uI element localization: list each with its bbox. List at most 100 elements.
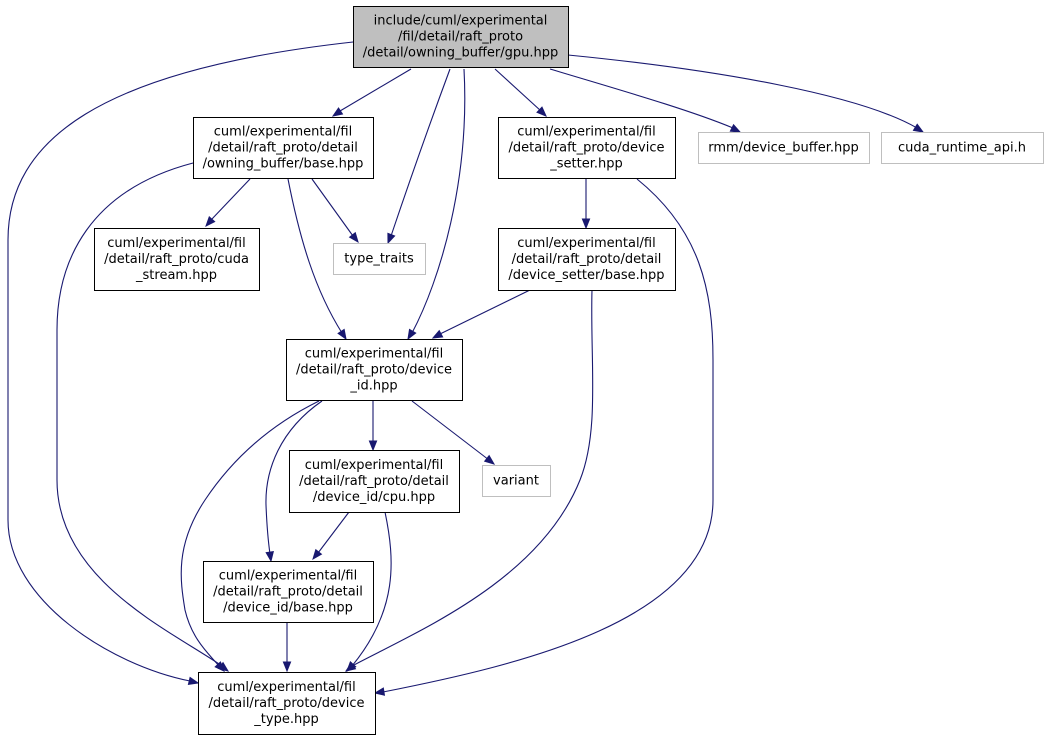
arrow-head-icon <box>282 661 292 673</box>
edge-cpu-to-id_base <box>312 511 350 561</box>
edge-device_setter-to-device_type <box>373 178 714 696</box>
node-box <box>203 561 374 623</box>
arrow-head-icon <box>312 548 323 561</box>
node-owning-base[interactable]: cuml/experimental/fil/detail/raft_proto/… <box>193 117 374 179</box>
node-gpu[interactable]: include/cuml/experimental/fil/detail/raf… <box>353 6 569 68</box>
edge-setter_base-to-device_id <box>431 289 531 339</box>
node-label-line: _type.hpp <box>253 712 318 727</box>
node-box <box>698 132 870 164</box>
edge-line <box>56 162 223 667</box>
edge-line <box>287 178 343 334</box>
node-label-line: /fil/detail/raft_proto <box>398 30 523 45</box>
node-box <box>482 465 551 497</box>
node-label-line: _setter.hpp <box>549 157 623 172</box>
node-label-line: include/cuml/experimental <box>374 14 548 29</box>
node-label-line: /device_id/base.hpp <box>223 601 353 616</box>
edge-id_base-to-device_type <box>282 622 292 673</box>
edge-line <box>339 68 412 112</box>
arrow-head-icon <box>912 123 925 133</box>
edge-gpu-to-owning_base <box>331 68 412 117</box>
edge-line <box>411 68 466 334</box>
arrow-head-icon <box>536 106 547 117</box>
node-box <box>286 339 463 401</box>
node-label-line: /detail/owning_buffer/gpu.hpp <box>363 46 559 61</box>
edge-device_id-to-variant <box>411 400 496 465</box>
edge-line <box>351 511 392 667</box>
node-type-traits[interactable]: type_traits <box>333 243 426 275</box>
node-device-setter[interactable]: cuml/experimental/fil/detail/raft_proto/… <box>498 117 676 179</box>
edge-line <box>411 400 490 461</box>
node-label-line: _stream.hpp <box>135 268 217 283</box>
arrow-head-icon <box>265 550 274 563</box>
edge-gpu-to-cuda_runtime <box>567 54 925 133</box>
node-box <box>333 243 426 275</box>
arrow-head-icon <box>387 232 396 245</box>
arrow-head-icon <box>431 329 444 339</box>
arrow-head-icon <box>483 454 496 465</box>
node-label-line: cuml/experimental/fil <box>305 458 443 473</box>
node-variant[interactable]: variant <box>482 465 551 497</box>
edge-line <box>439 289 531 335</box>
node-label-line: /device_id/cpu.hpp <box>313 490 435 505</box>
arrow-head-icon <box>729 123 742 133</box>
edge-line <box>180 400 320 667</box>
node-label-line: variant <box>493 474 539 489</box>
node-device-type[interactable]: cuml/experimental/fil/detail/raft_proto/… <box>198 672 376 735</box>
edge-line <box>7 41 354 682</box>
edge-device_setter-to-setter_base <box>581 179 591 230</box>
node-label-line: /detail/raft_proto/detail <box>512 252 662 267</box>
node-label-line: cuml/experimental/fil <box>517 125 655 140</box>
node-label-line: /owning_buffer/base.hpp <box>203 157 364 172</box>
edge-device_id-to-cpu <box>368 401 378 452</box>
arrow-head-icon <box>187 676 200 686</box>
arrow-head-icon <box>331 107 344 117</box>
edge-line <box>351 289 594 667</box>
node-label-line: /detail/raft_proto/detail <box>213 585 363 600</box>
node-setter-base[interactable]: cuml/experimental/fil/detail/raft_proto/… <box>498 228 676 291</box>
edge-cpu-to-device_type <box>346 511 392 672</box>
node-box <box>198 672 376 735</box>
node-label-line: cuml/experimental/fil <box>107 236 245 251</box>
edge-line <box>549 68 734 129</box>
node-box <box>881 132 1044 164</box>
arrow-head-icon <box>581 218 591 230</box>
node-box <box>289 450 460 513</box>
node-rmm-buffer[interactable]: rmm/device_buffer.hpp <box>698 132 870 164</box>
edge-owning_base-to-type_traits <box>311 178 359 244</box>
node-label-line: /detail/raft_proto/cuda <box>104 252 249 267</box>
edge-line <box>494 68 542 112</box>
edge-line <box>265 400 323 555</box>
arrow-head-icon <box>373 687 386 696</box>
node-label-line: type_traits <box>344 252 414 267</box>
node-label-line: cuml/experimental/fil <box>305 347 443 362</box>
node-label-line: rmm/device_buffer.hpp <box>708 141 859 156</box>
node-id-base[interactable]: cuml/experimental/fil/detail/raft_proto/… <box>203 561 374 623</box>
node-box <box>498 228 676 291</box>
node-label-line: cuml/experimental/fil <box>517 236 655 251</box>
edge-owning_base-to-cuda_stream <box>205 178 251 228</box>
edge-device_id-to-device_type <box>180 400 320 672</box>
edge-device_id-to-id_base <box>265 400 323 563</box>
node-cuda-runtime[interactable]: cuda_runtime_api.h <box>881 132 1044 164</box>
node-cpu[interactable]: cuml/experimental/fil/detail/raft_proto/… <box>289 450 460 513</box>
arrow-head-icon <box>337 328 347 341</box>
node-label-line: _id.hpp <box>349 379 397 394</box>
edge-gpu-to-device_id <box>407 68 466 341</box>
edge-line <box>210 178 251 221</box>
edge-gpu-to-type_traits <box>387 68 451 245</box>
node-label-line: /detail/raft_proto/device <box>509 141 665 156</box>
arrow-head-icon <box>348 231 359 244</box>
arrow-head-icon <box>407 328 417 341</box>
edge-owning_base-to-device_id <box>287 178 347 341</box>
nodes-layer: include/cuml/experimental/fil/detail/raf… <box>94 6 1044 735</box>
node-cuda-stream[interactable]: cuml/experimental/fil/detail/raft_proto/… <box>94 228 260 291</box>
node-label-line: cuml/experimental/fil <box>217 680 355 695</box>
edge-line <box>311 178 354 237</box>
arrow-head-icon <box>205 216 216 228</box>
node-label-line: /device_setter/base.hpp <box>508 268 664 283</box>
node-device-id[interactable]: cuml/experimental/fil/detail/raft_proto/… <box>286 339 463 401</box>
node-box <box>193 117 374 179</box>
edge-gpu-to-rmm_buffer <box>549 68 742 133</box>
node-label-line: /detail/raft_proto/detail <box>299 474 449 489</box>
